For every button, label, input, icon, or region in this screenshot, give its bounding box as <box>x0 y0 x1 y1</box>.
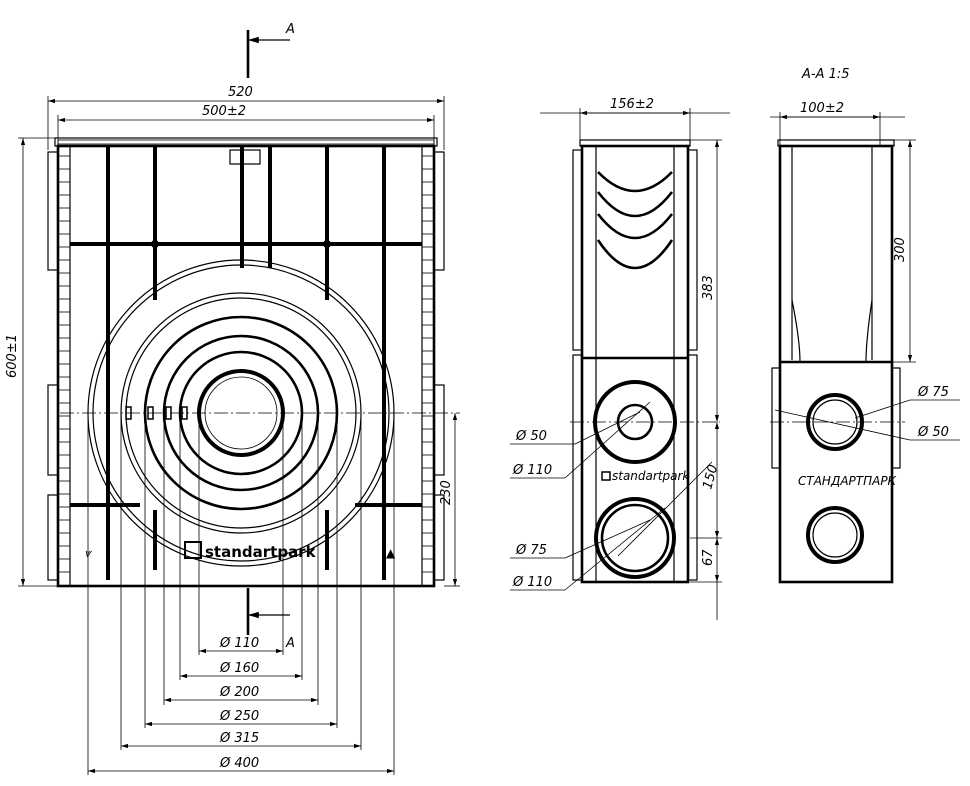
dim-width-outer: 520 <box>228 85 253 100</box>
section-label-d50: Ø 50 <box>917 425 949 440</box>
dim-d250: Ø 250 <box>219 709 259 724</box>
section-brand: СТАНДАРТПАРК <box>798 474 897 488</box>
section-letter-bottom: A <box>285 636 295 651</box>
dim-d160: Ø 160 <box>219 661 259 676</box>
section-marker-top: A <box>246 22 295 78</box>
section-port-lower <box>806 506 864 564</box>
rib-node <box>323 240 331 248</box>
section-dimensions: 100±2 300 Ø 75 Ø 50 <box>770 101 960 441</box>
side-label-d50: Ø 50 <box>515 429 547 444</box>
front-view: standartpark ⩔ ▲ <box>47 137 460 588</box>
side-dimensions: 156±2 383 67 150 Ø 50 Ø 110 Ø 75 Ø 110 <box>510 97 730 620</box>
section-title: A-A 1:5 <box>801 67 850 82</box>
side-view: standartpark <box>570 139 720 584</box>
front-dimensions: 520 500±2 600±1 230 Ø 110 <box>5 85 460 775</box>
dim-side-width: 156±2 <box>610 97 654 112</box>
side-brand: standartpark <box>612 469 690 483</box>
dim-side-height: 383 <box>701 275 716 300</box>
rib-node <box>381 502 387 508</box>
dim-d110: Ø 110 <box>219 636 259 651</box>
side-port-lower-inner <box>600 503 670 573</box>
section-label-d75: Ø 75 <box>917 385 949 400</box>
dim-width-inner: 500±2 <box>202 104 246 119</box>
side-label-d110-upper: Ø 110 <box>512 463 552 478</box>
dim-center-height: 230 <box>439 480 454 505</box>
dim-height: 600±1 <box>5 334 20 378</box>
arrow-mark-right: ▲ <box>386 546 396 560</box>
dim-side-spacing: 150 <box>700 463 721 491</box>
dim-side-bottom: 67 <box>701 549 716 566</box>
brand-logo-mark <box>184 541 202 559</box>
side-label-d110-lower: Ø 110 <box>512 575 552 590</box>
section-view: СТАНДАРТПАРК <box>770 139 905 584</box>
dim-d400: Ø 400 <box>219 756 259 771</box>
side-label-d75: Ø 75 <box>515 543 547 558</box>
top-latch <box>229 149 261 165</box>
side-brand-mark <box>601 471 611 481</box>
dim-section-width: 100±2 <box>800 101 844 116</box>
side-rib-ticks <box>58 155 434 573</box>
section-letter-top: A <box>285 22 295 37</box>
dim-d200: Ø 200 <box>219 685 259 700</box>
rib-node <box>151 240 159 248</box>
front-brand: standartpark <box>205 543 317 561</box>
arrow-mark-left: ⩔ <box>84 546 93 560</box>
dim-d315: Ø 315 <box>219 731 259 746</box>
dim-section-height: 300 <box>893 237 908 262</box>
rib-node <box>105 502 111 508</box>
side-port-lower-outer <box>594 497 676 579</box>
